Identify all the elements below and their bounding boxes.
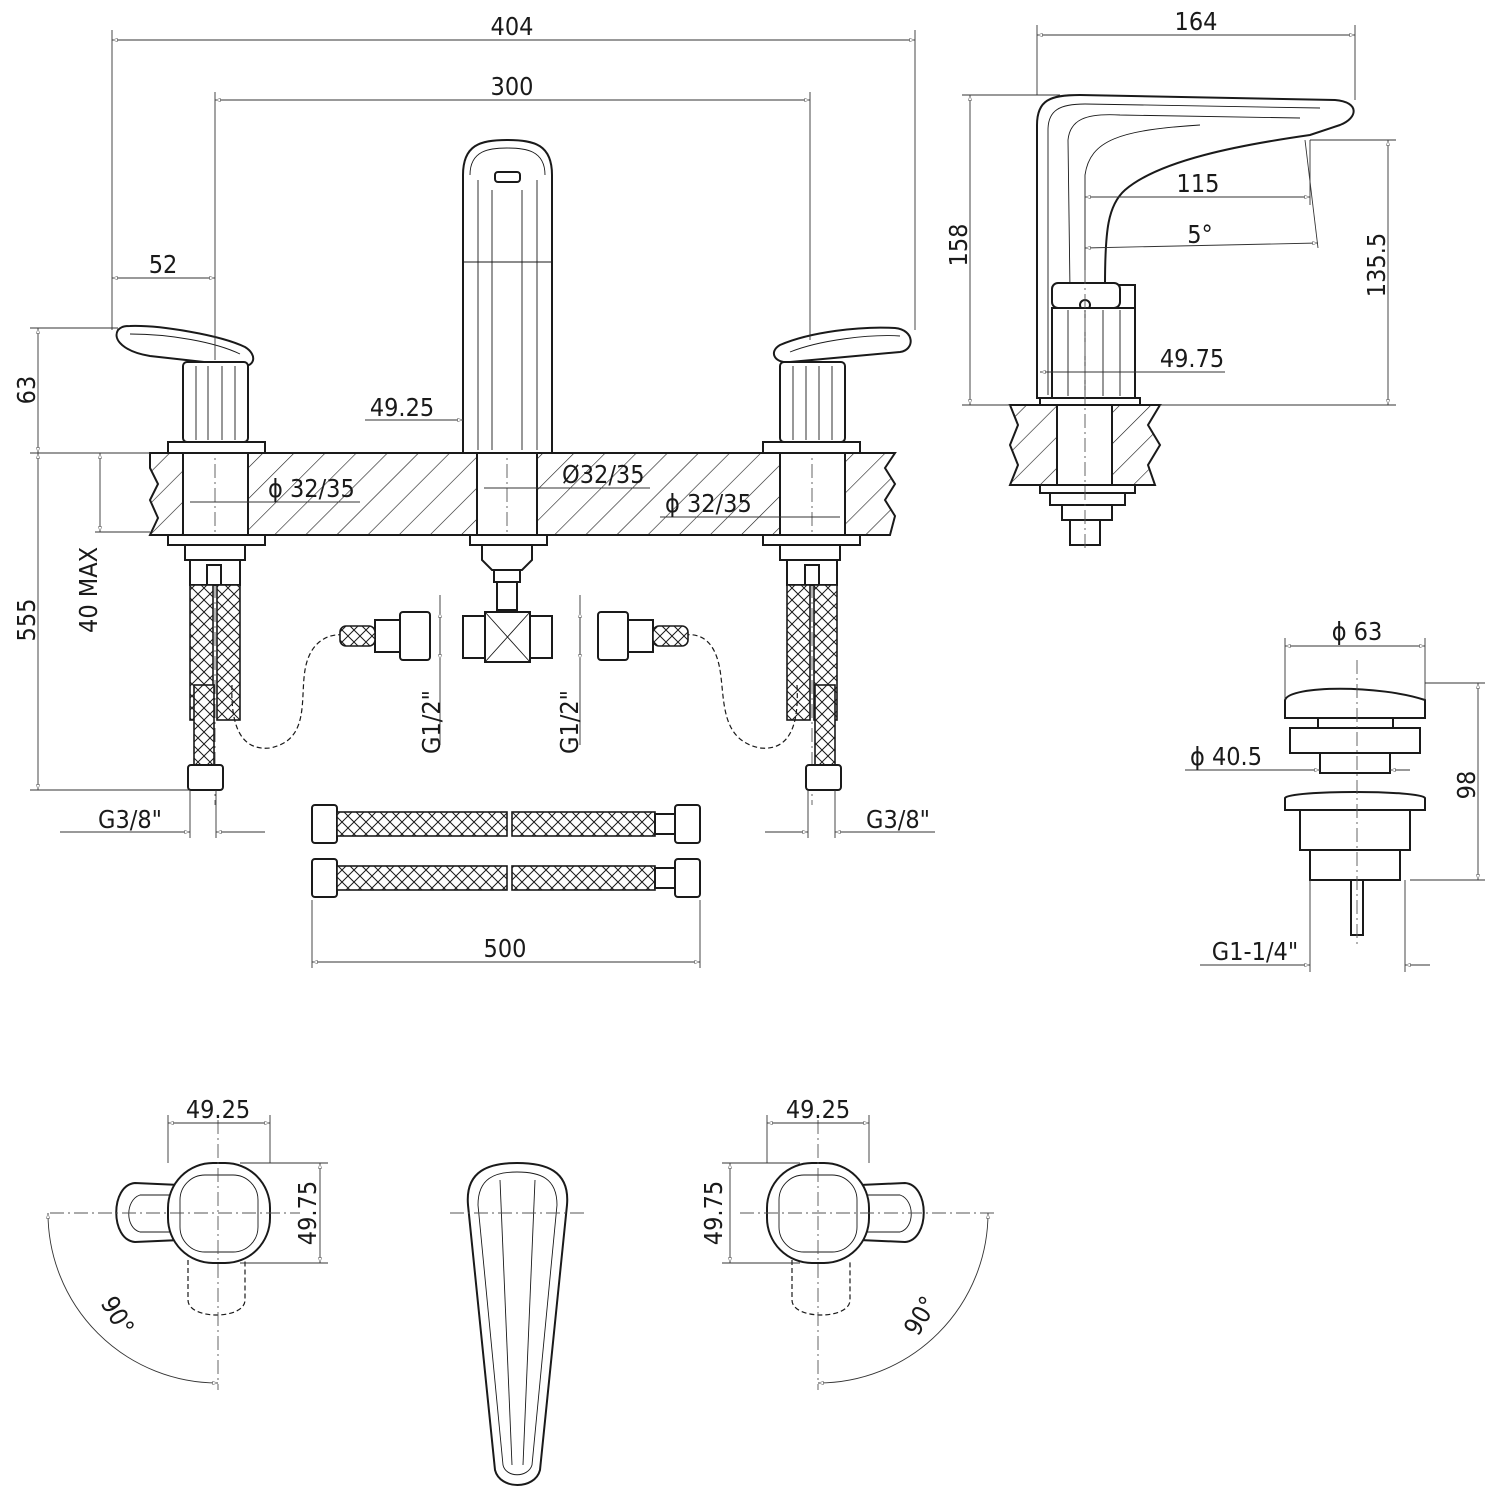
left-supply-hose — [167, 534, 346, 791]
front-dimensions: 404 300 52 63 555 40 MAX 49.25 ϕ 32/35 Ø… — [12, 12, 935, 968]
dim-connector-left: G1/2" — [417, 690, 446, 754]
dim-waste-thread: G1-1/4" — [1212, 937, 1298, 966]
deck-hole-right — [779, 452, 846, 536]
dim-left-top-width: 49.25 — [186, 1095, 250, 1124]
dim-deck-thickness: 40 MAX — [74, 547, 103, 633]
dim-right-top-depth: 49.75 — [699, 1181, 728, 1245]
dim-supply-right: G3/8" — [866, 805, 930, 834]
spout-tee-connector — [339, 534, 689, 745]
side-dimensions: 164 158 135.5 115 5° 49.75 — [944, 7, 1396, 406]
dim-connector-right: G1/2" — [555, 690, 584, 754]
dim-left-rotation: 90° — [95, 1291, 140, 1340]
dim-handle-offset: 52 — [149, 250, 178, 279]
dim-right-rotation: 90° — [898, 1291, 943, 1340]
dim-waste-height: 98 — [1452, 771, 1481, 800]
right-supply-hose — [684, 534, 861, 791]
dim-outlet-angle: 5° — [1187, 220, 1213, 249]
dim-supply-left: G3/8" — [98, 805, 162, 834]
dim-hose-length: 500 — [484, 934, 527, 963]
side-view: 164 158 135.5 115 5° 49.75 — [944, 7, 1396, 550]
right-handle-top-view: 49.25 49.75 90° — [699, 1095, 995, 1390]
dim-waste-body: ϕ 40.5 — [1190, 742, 1262, 771]
dim-spout-width: 49.25 — [370, 393, 434, 422]
dim-left-top-depth: 49.75 — [293, 1181, 322, 1245]
dim-right-top-width: 49.25 — [786, 1095, 850, 1124]
dim-spout-reach: 164 — [1175, 7, 1218, 36]
left-handle — [115, 324, 266, 454]
dim-handle-height: 63 — [12, 376, 41, 405]
deck-hole-left — [182, 452, 249, 536]
dim-spout-height: 158 — [944, 224, 973, 267]
dim-hole-center: Ø32/35 — [562, 460, 645, 489]
dim-spacing: 300 — [491, 72, 534, 101]
dim-cap-diameter: ϕ 63 — [1332, 617, 1383, 646]
dim-total-height: 555 — [12, 599, 41, 642]
left-handle-top-view: 49.25 49.75 90° — [46, 1095, 328, 1390]
dim-outlet-height: 135.5 — [1362, 233, 1391, 297]
spout-front — [462, 138, 553, 454]
dim-hole-left: ϕ 32/35 — [268, 474, 355, 503]
dim-overall-width: 404 — [491, 12, 534, 41]
dim-outlet-reach: 115 — [1177, 169, 1220, 198]
right-handle — [762, 326, 912, 454]
flexible-hoses — [311, 804, 701, 898]
dim-hole-right: ϕ 32/35 — [665, 489, 752, 518]
front-view: 404 300 52 63 555 40 MAX 49.25 ϕ 32/35 Ø… — [12, 12, 935, 968]
pop-up-waste: ϕ 63 ϕ 40.5 98 G1-1/4" — [1185, 617, 1485, 972]
dim-body-diameter: 49.75 — [1160, 344, 1224, 373]
spout-top-view — [450, 1161, 585, 1486]
